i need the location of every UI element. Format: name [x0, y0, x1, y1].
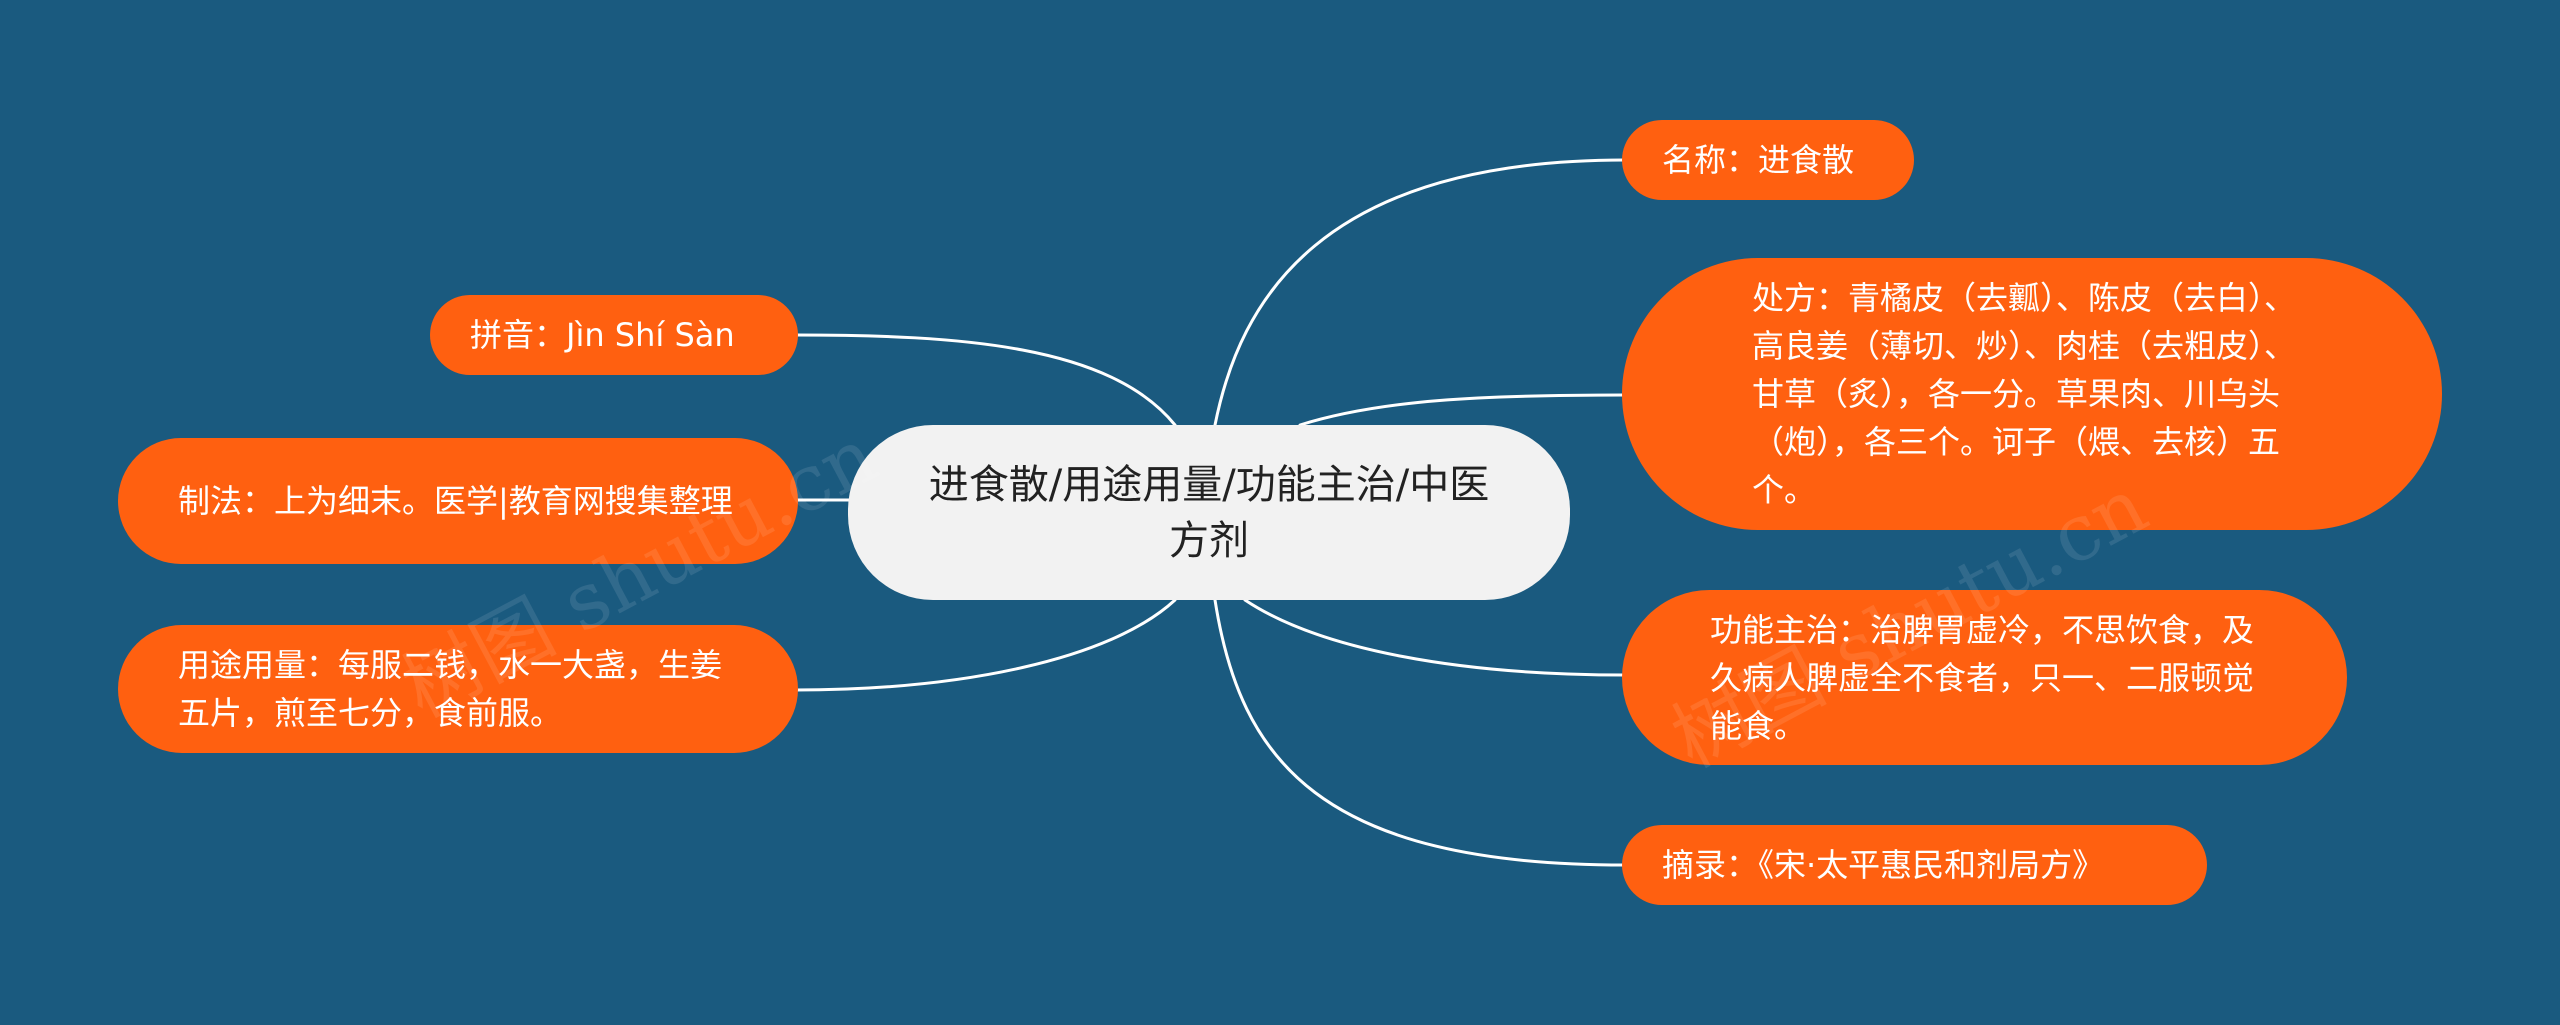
branch-pinyin[interactable]: 拼音：Jìn Shí Sàn: [430, 295, 798, 375]
branch-source[interactable]: 摘录：《宋·太平惠民和剂局方》: [1622, 825, 2207, 905]
branch-function-label: 功能主治：治脾胃虚冷，不思饮食，及久病人脾虚全不食者，只一、二服顿觉能食。: [1710, 610, 2255, 745]
branch-prescription[interactable]: 处方：青橘皮（去瓤）、陈皮（去白）、高良姜（薄切、炒）、肉桂（去粗皮）、甘草（炙…: [1622, 258, 2442, 530]
central-topic-label: 进食散/用途用量/功能主治/中医方剂: [928, 461, 1490, 564]
connector-source: [1213, 598, 1627, 867]
branch-function[interactable]: 功能主治：治脾胃虚冷，不思饮食，及久病人脾虚全不食者，只一、二服顿觉能食。: [1622, 590, 2347, 765]
branch-pinyin-label: 拼音：Jìn Shí Sàn: [470, 316, 735, 354]
branch-name[interactable]: 名称：进食散: [1622, 120, 1914, 200]
branch-source-label: 摘录：《宋·太平惠民和剂局方》: [1662, 846, 2105, 884]
connector-function: [1243, 598, 1627, 677]
branch-method-label: 制法：上为细末。医学|教育网搜集整理: [178, 482, 733, 520]
branch-usage-label: 用途用量：每服二钱，水一大盏，生姜五片，煎至七分，食前服。: [178, 646, 723, 732]
branch-method[interactable]: 制法：上为细末。医学|教育网搜集整理: [118, 438, 798, 564]
connector-prescription: [1298, 393, 1627, 427]
connector-usage: [793, 598, 1177, 692]
central-topic[interactable]: 进食散/用途用量/功能主治/中医方剂: [848, 425, 1570, 600]
branch-name-label: 名称：进食散: [1662, 141, 1855, 179]
connector-name: [1213, 158, 1627, 427]
branch-prescription-label: 处方：青橘皮（去瓤）、陈皮（去白）、高良姜（薄切、炒）、肉桂（去粗皮）、甘草（炙…: [1752, 279, 2297, 509]
connector-pinyin: [793, 333, 1177, 427]
branch-usage[interactable]: 用途用量：每服二钱，水一大盏，生姜五片，煎至七分，食前服。: [118, 625, 798, 753]
